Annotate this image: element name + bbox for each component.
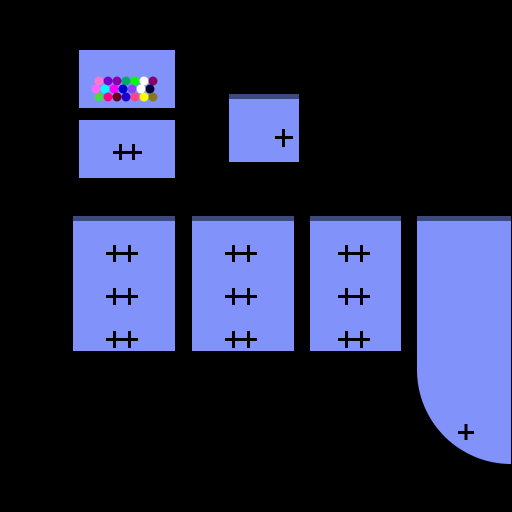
color-dot[interactable]: [100, 84, 110, 94]
color-dot[interactable]: [112, 92, 122, 102]
plus-icon: [126, 144, 146, 160]
color-dot[interactable]: [112, 76, 122, 86]
curved-panel[interactable]: [417, 216, 511, 464]
plus-icon: [240, 245, 258, 263]
plus-icon: [106, 245, 124, 263]
color-dot[interactable]: [94, 76, 104, 86]
color-dot[interactable]: [121, 92, 131, 102]
plus-icon: [106, 288, 124, 306]
plus-icon: [121, 245, 139, 263]
color-dot[interactable]: [109, 84, 119, 94]
color-dot[interactable]: [121, 76, 131, 86]
color-dot[interactable]: [94, 92, 104, 102]
color-dot[interactable]: [103, 76, 113, 86]
plus-icon: [225, 245, 243, 263]
plus-icon: [275, 129, 293, 147]
color-dot[interactable]: [139, 76, 149, 86]
color-dots[interactable]: [79, 50, 175, 108]
color-dot[interactable]: [127, 84, 137, 94]
color-dot[interactable]: [130, 76, 140, 86]
color-dot[interactable]: [145, 84, 155, 94]
plus-icon: [240, 331, 258, 349]
plus-icon: [106, 331, 124, 349]
plus-icon: [240, 288, 258, 306]
double-marker-panel[interactable]: [79, 120, 175, 178]
color-dot[interactable]: [139, 92, 149, 102]
plus-icon: [337, 245, 356, 263]
color-dot[interactable]: [136, 84, 146, 94]
color-dot[interactable]: [118, 84, 128, 94]
color-dot[interactable]: [130, 92, 140, 102]
plus-icon: [225, 288, 243, 306]
color-dot[interactable]: [148, 76, 158, 86]
plus-icon: [352, 331, 371, 349]
plus-icon: [458, 424, 474, 440]
plus-icon: [337, 288, 356, 306]
grid-panel-2[interactable]: [192, 216, 294, 351]
plus-icon: [352, 288, 371, 306]
grid-panel-1[interactable]: [73, 216, 175, 351]
plus-icon: [337, 331, 356, 349]
palette-panel[interactable]: [79, 50, 175, 108]
single-marker-panel[interactable]: [229, 94, 299, 162]
plus-icon: [225, 331, 243, 349]
plus-icon: [113, 144, 133, 160]
color-dot[interactable]: [91, 84, 101, 94]
plus-icon: [121, 331, 139, 349]
color-dot[interactable]: [148, 92, 158, 102]
plus-icon: [121, 288, 139, 306]
plus-icon: [352, 245, 371, 263]
color-dot[interactable]: [103, 92, 113, 102]
grid-panel-3[interactable]: [310, 216, 401, 351]
